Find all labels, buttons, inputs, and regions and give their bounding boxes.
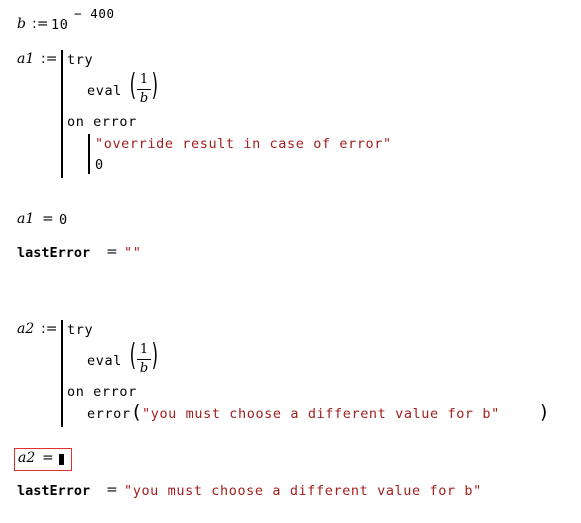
lasterror-value: "you must choose a different value for b… <box>124 483 482 499</box>
base-value: 10 <box>51 17 69 33</box>
fraction-denominator: b <box>139 361 149 376</box>
var-a2: a2 <box>18 450 36 466</box>
fraction-line <box>137 89 151 90</box>
result-value: 0 <box>59 212 68 228</box>
equals-operator: = <box>106 482 118 498</box>
equals-operator: = <box>42 450 54 466</box>
lasterror-value: "" <box>124 245 142 261</box>
exponent-value: − 400 <box>74 6 115 21</box>
var-b: b <box>17 16 26 32</box>
equals-operator: = <box>106 244 118 260</box>
left-paren: ( <box>129 68 137 103</box>
try-keyword: try <box>67 322 94 338</box>
error-message-string: "you must choose a different value for b… <box>142 406 500 422</box>
var-a1: a1 <box>17 51 35 67</box>
right-paren: ) <box>151 338 159 373</box>
fraction-numerator: 1 <box>139 342 149 357</box>
on-error-keyword: on error <box>67 114 137 130</box>
try-keyword: try <box>67 52 94 68</box>
lasterror-label: lastError <box>17 245 91 261</box>
override-value: 0 <box>95 157 104 173</box>
override-string: "override result in case of error" <box>95 136 392 152</box>
fraction-denominator: b <box>139 91 149 106</box>
right-paren: ) <box>151 68 159 103</box>
inner-program-bar <box>88 134 90 174</box>
equals-operator: = <box>42 211 54 227</box>
text-cursor <box>59 454 64 465</box>
lasterror-label: lastError <box>17 483 91 499</box>
fraction-line <box>137 359 151 360</box>
var-a2: a2 <box>17 321 35 337</box>
error-function: error <box>87 406 131 422</box>
program-bar <box>61 50 63 178</box>
right-paren: ) <box>540 401 548 423</box>
fraction-numerator: 1 <box>139 72 149 87</box>
assign-operator: := <box>32 16 49 32</box>
eval-function: eval <box>87 353 122 369</box>
var-a1: a1 <box>17 211 35 227</box>
eval-function: eval <box>87 83 122 99</box>
left-paren: ( <box>129 338 137 373</box>
program-bar <box>61 320 63 427</box>
assign-operator: := <box>41 321 58 337</box>
a2-result-error-box[interactable]: a2 = <box>14 448 72 471</box>
left-paren: ( <box>133 401 141 423</box>
on-error-keyword: on error <box>67 384 137 400</box>
assign-operator: := <box>41 51 58 67</box>
